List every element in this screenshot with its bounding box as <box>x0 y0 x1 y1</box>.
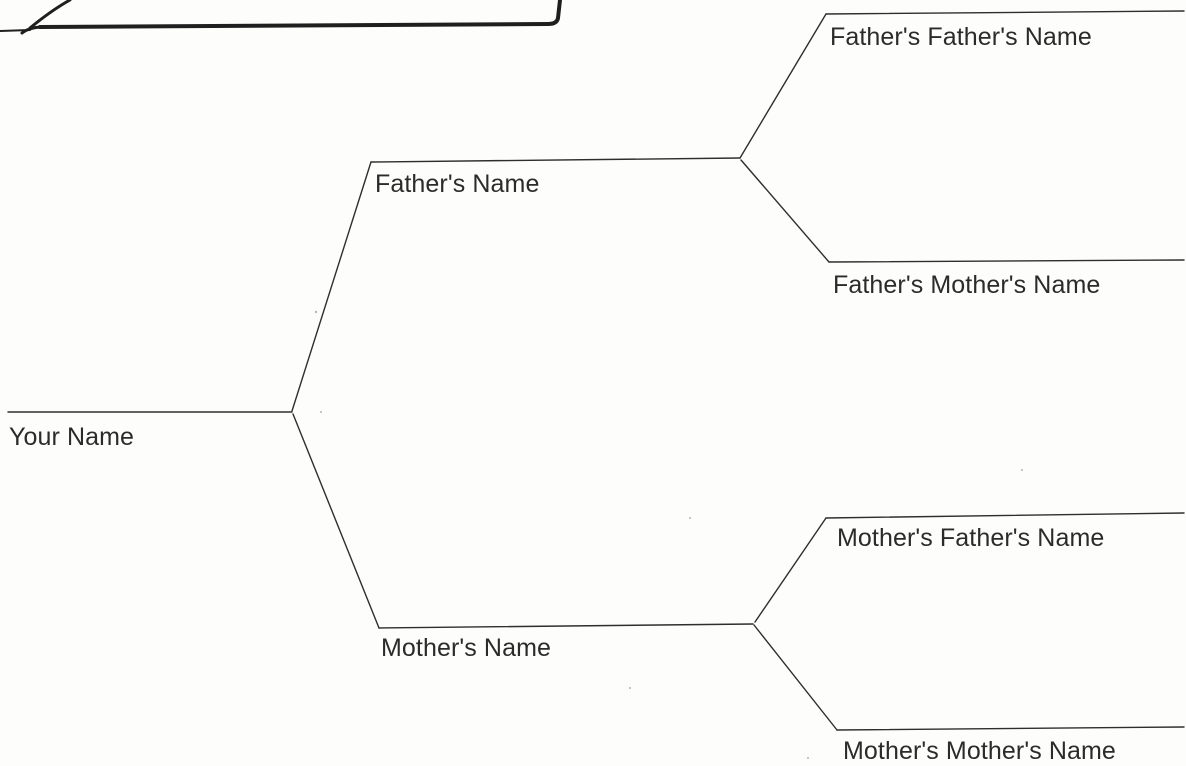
mothers-mother-line <box>836 726 1185 731</box>
mother-line <box>378 623 754 629</box>
top-left-box-fragment <box>0 0 562 35</box>
fathers-mother-name-label: Father's Mother's Name <box>833 271 1101 299</box>
fathers-name-label: Father's Name <box>375 170 540 198</box>
father-to-fathers-father-connector <box>739 13 827 159</box>
fathers-mother-line <box>828 259 1185 263</box>
mothers-father-line <box>825 512 1185 519</box>
fathers-father-name-label: Father's Father's Name <box>830 23 1092 51</box>
mothers-father-name-label: Mother's Father's Name <box>837 524 1105 552</box>
father-to-fathers-mother-connector <box>740 159 830 263</box>
mother-to-mothers-father-connector <box>754 517 827 623</box>
fathers-father-line <box>825 10 1185 15</box>
self-to-father-connector <box>291 161 372 412</box>
father-line <box>370 157 741 163</box>
mothers-name-label: Mother's Name <box>381 634 552 662</box>
paper-specks <box>314 41 1041 759</box>
mothers-mother-name-label: Mother's Mother's Name <box>843 737 1116 765</box>
your-name-label: Your Name <box>9 423 135 451</box>
self-to-mother-connector <box>292 413 380 629</box>
mother-to-mothers-mother-connector <box>753 624 838 731</box>
